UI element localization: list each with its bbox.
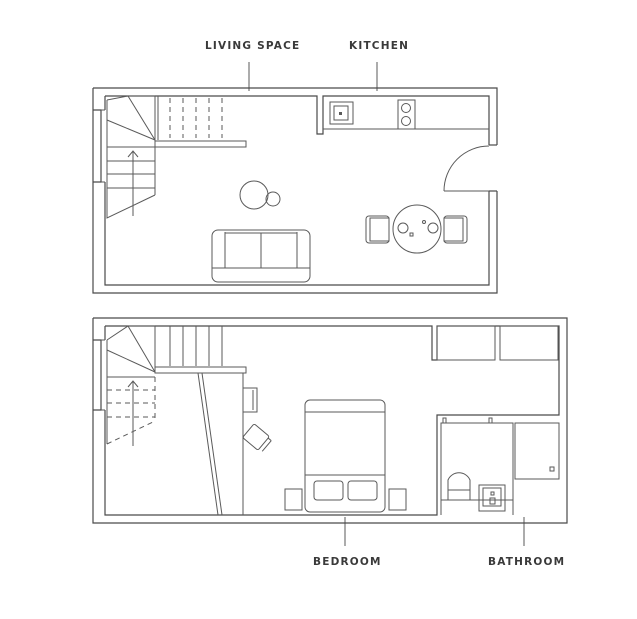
stair-railing xyxy=(197,372,244,516)
leader-lines xyxy=(248,62,525,546)
upper-floor-plan xyxy=(92,317,568,524)
bed xyxy=(284,399,407,513)
ground-floor-plan xyxy=(92,87,498,294)
bathroom-fixtures xyxy=(440,417,560,515)
ground-staircase xyxy=(106,95,247,219)
entrance-door xyxy=(443,145,490,192)
coffee-table xyxy=(239,180,281,210)
dining-set xyxy=(365,204,468,254)
kitchen-counter xyxy=(323,99,489,130)
upper-staircase xyxy=(106,325,247,446)
sofa xyxy=(211,229,311,283)
desk-chair xyxy=(242,387,272,452)
label-kitchen: KITCHEN xyxy=(349,40,410,52)
wardrobes xyxy=(436,325,559,361)
label-living-space: LIVING SPACE xyxy=(205,40,301,52)
label-bathroom: BATHROOM xyxy=(488,556,566,568)
label-bedroom: BEDROOM xyxy=(313,556,382,568)
